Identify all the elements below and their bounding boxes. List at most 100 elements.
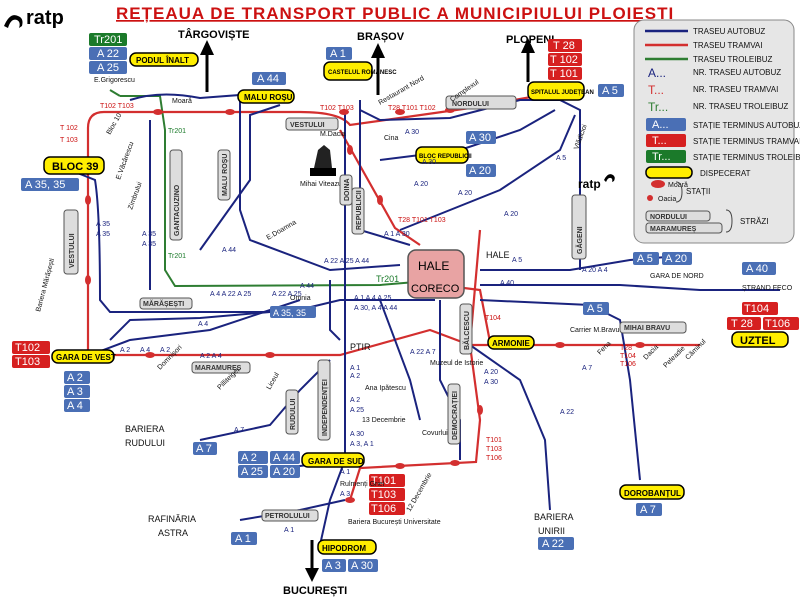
svg-text:A 35, 35: A 35, 35 [273, 308, 306, 318]
hub-hale-coreco[interactable]: HALE CORECO [407, 249, 465, 299]
svg-text:A 20: A 20 [665, 253, 687, 265]
label-13-decembrie: 13 Decembrie [362, 417, 406, 424]
badge-a2-south: A 2 [238, 451, 268, 464]
svg-text:A 22: A 22 [97, 48, 119, 60]
svg-text:A 20: A 20 [469, 165, 491, 177]
bus-route-northwest [129, 93, 401, 272]
label-12-decembrie: 12 Decembrie [406, 472, 434, 513]
badge-a7-sw: A 7 [193, 442, 217, 455]
street-marasesti: MĂRĂȘEȘTI [139, 297, 193, 310]
svg-text:VESTULUI: VESTULUI [290, 122, 325, 129]
label-bariera-rudului-2: RUDULUI [125, 438, 165, 448]
svg-text:A 25: A 25 [97, 62, 119, 74]
legend-bus-sample: A... [648, 66, 666, 80]
ann-a30-n: A 30 [405, 129, 419, 136]
ann-a1-a30: A 1 A 30 [384, 231, 410, 238]
svg-text:RUDULUI: RUDULUI [290, 398, 297, 430]
svg-text:DOROBANȚUL: DOROBANȚUL [624, 489, 681, 498]
badge-t102-north: T 102 [548, 53, 582, 66]
dispatcher-bloc39[interactable]: BLOC 39 [43, 156, 105, 175]
label-unirii-2: UNIRII [538, 526, 565, 536]
badge-a30-hipodrom: A 30 [348, 559, 378, 572]
ratp-depot: ratp [578, 174, 615, 191]
dispatcher-armonie[interactable]: ARMONIE [487, 335, 535, 350]
svg-text:BĂLCESCU: BĂLCESCU [462, 311, 471, 350]
badge-t106-east: T106 [763, 317, 799, 330]
svg-text:A 3: A 3 [67, 386, 83, 398]
ann-t102-t103-n: T102 T103 [320, 105, 354, 112]
svg-text:MIHAI BRAVU: MIHAI BRAVU [624, 325, 670, 332]
svg-text:PETROLULUI: PETROLULUI [265, 513, 310, 520]
svg-text:A 20: A 20 [273, 466, 295, 478]
legend-tram-line-label: TRASEU TRAMVAI [693, 41, 763, 50]
ann-t106-e: T106 [620, 361, 636, 368]
ann-t101-s: T101 [486, 437, 502, 444]
legend-box [633, 19, 795, 244]
svg-text:T106: T106 [765, 318, 790, 330]
ann-a1-s: A 1 [350, 365, 360, 372]
ann-a40: A 40 [500, 280, 514, 287]
dispatcher-malu-rosu[interactable]: MALU ROȘU [237, 89, 295, 104]
svg-text:ARMONIE: ARMONIE [492, 339, 530, 348]
dispatcher-castelul[interactable]: CASTELUL ROMANESC [323, 61, 397, 81]
stop-marker [347, 145, 353, 155]
label-e-grigorescu: E.Grigorescu [94, 77, 135, 84]
ann-a1-a4-a25: A 1 A 4 A 25 [354, 295, 391, 302]
legend-brace-strazi [725, 209, 733, 233]
ann-a7-s: A 7 [234, 427, 244, 434]
svg-text:A 44: A 44 [273, 452, 295, 464]
label-ptir: PTIR [350, 342, 371, 352]
legend-bus-term-label: STAȚIE TERMINUS AUTOBUZ [693, 121, 800, 130]
svg-text:T 102: T 102 [550, 54, 578, 66]
badge-a20-south: A 20 [270, 465, 300, 478]
street-democratiei: DEMOCRAȚIEI [447, 383, 461, 445]
dest-plopeni: PLOPENI [506, 34, 554, 46]
street-cantacuzino: GANTACUZINO [169, 149, 183, 241]
ann-tr201-w: Tr201 [168, 253, 186, 260]
bus-route-strand [480, 284, 780, 291]
badge-a20-center: A 20 [466, 164, 496, 177]
badge-t101-north: T 101 [548, 67, 582, 80]
arrow-up-icon [371, 43, 385, 58]
street-malu-rosu: MALU ROȘU [217, 149, 231, 201]
badge-a4-west: A 4 [64, 399, 90, 412]
stop-marker [635, 342, 645, 348]
badge-a30-center: A 30 [466, 131, 496, 144]
ann-a1-sw: A 1 [284, 527, 294, 534]
bus-route-west [69, 169, 435, 313]
hub-label-1: HALE [418, 259, 449, 273]
ann-a20-ds: A 20 [484, 369, 498, 376]
street-nordului: NORDULUI [445, 95, 517, 110]
bus-route-dorobantul [479, 299, 641, 481]
svg-text:INDEPENDENȚEI: INDEPENDENȚEI [322, 379, 329, 436]
dispatcher-spitalul[interactable]: SPITALUL JUDEȚEAN [527, 81, 594, 101]
legend-trolley-term-badge [646, 150, 686, 163]
ann-a2-w: A 2 [120, 347, 130, 354]
dispatcher-gara-vest[interactable]: GARA DE VEST [51, 349, 116, 364]
direction-arrows: TÂRGOVIȘTE BRAȘOV PLOPENI BUCUREȘTI [178, 28, 554, 597]
badge-t101-south: T101 [369, 474, 405, 487]
ann-t106-s: T106 [486, 455, 502, 462]
arrow-up-icon [200, 40, 214, 55]
ann-a30-c: A 30 [422, 159, 436, 166]
dispatcher-dorobantul[interactable]: DOROBANȚUL [619, 484, 685, 500]
depot-logo: ratp [578, 177, 601, 191]
dispatcher-bloc-republicii[interactable]: BLOC REPUBLICII [415, 146, 472, 164]
dispatcher-uztel[interactable]: UZTEL [731, 331, 789, 348]
dispatcher-gara-sud[interactable]: GARA DE SUD [301, 452, 365, 468]
street-vestului: VESTULUI [285, 117, 339, 131]
svg-text:T101: T101 [371, 475, 396, 487]
ann-t102-west: T 102 [60, 125, 78, 132]
hub-box[interactable] [407, 249, 465, 299]
svg-text:T103: T103 [371, 489, 396, 501]
ann-tr201-nw: Tr201 [168, 128, 186, 135]
dispatcher-podul-inalt[interactable]: PODUL ÎNALT [129, 52, 199, 67]
svg-text:A 7: A 7 [196, 443, 212, 455]
dispatcher-hipodrom[interactable]: HIPODROM [317, 539, 377, 555]
page-title: REȚEAUA DE TRANSPORT PUBLIC A MUNICIPIUL… [116, 4, 674, 23]
svg-text:BLOC 39: BLOC 39 [52, 161, 98, 173]
label-carrier: Carrier M.Bravu [570, 327, 620, 334]
legend-bus-nr-label: NR. TRASEU AUTOBUZ [693, 68, 781, 77]
ann-a22-a25-a44: A 22 A 25 A 44 [324, 258, 369, 265]
